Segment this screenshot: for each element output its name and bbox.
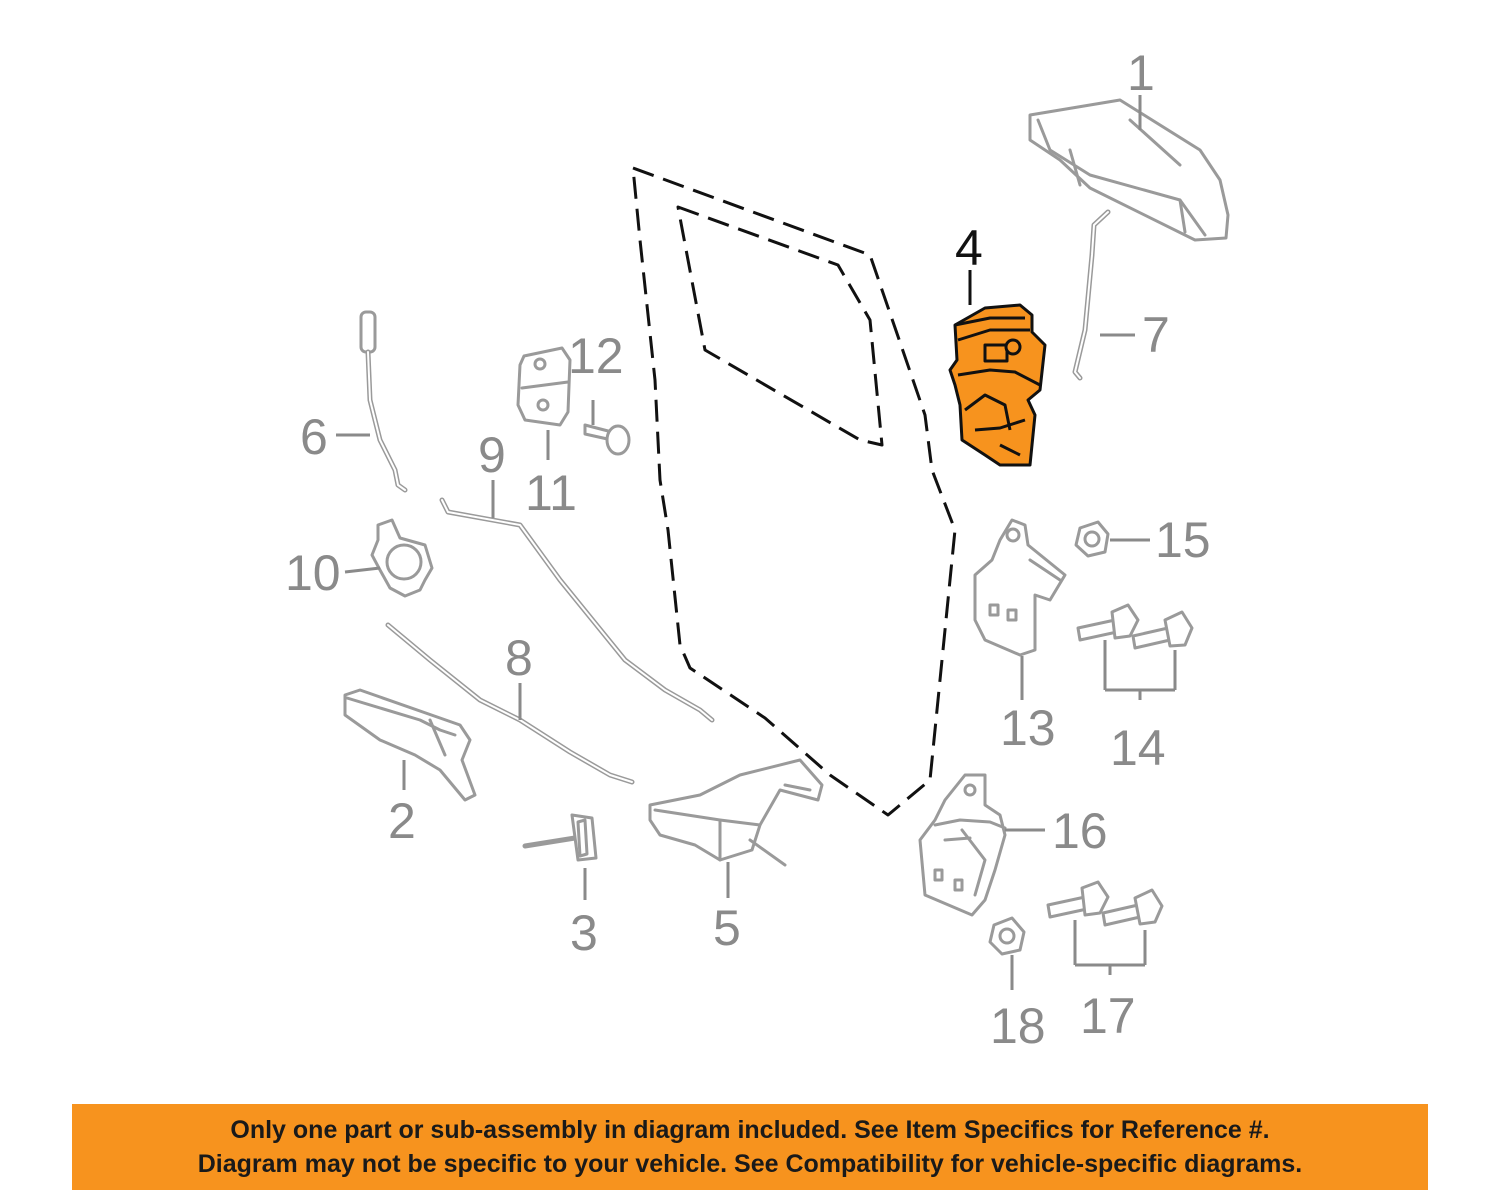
callout-3: 3 xyxy=(570,905,598,961)
part-11-striker-bolt[interactable] xyxy=(583,423,631,456)
callout-8: 8 xyxy=(505,630,533,686)
disclaimer-line-2: Diagram may not be specific to your vehi… xyxy=(197,1150,1303,1178)
callout-13: 13 xyxy=(1000,700,1056,756)
part-18-nut[interactable] xyxy=(988,916,1026,956)
part-13-check-bracket[interactable] xyxy=(973,518,1067,657)
part-16-upper-hinge[interactable] xyxy=(918,773,1007,917)
callout-11: 11 xyxy=(525,465,577,521)
callout-12: 12 xyxy=(568,328,624,384)
part-17-bolts[interactable] xyxy=(1046,880,1164,927)
part-10-rod-clip[interactable] xyxy=(370,518,434,598)
callout-5: 5 xyxy=(713,900,741,956)
callout-7: 7 xyxy=(1142,307,1170,363)
leader-lines xyxy=(336,95,1177,990)
part-6-lock-rod[interactable] xyxy=(359,310,408,493)
part-8-lock-link-rod[interactable] xyxy=(385,622,635,785)
callout-labels: 1 7 4 6 12 9 11 10 8 2 3 5 15 13 14 16 1… xyxy=(285,45,1211,1054)
callout-16: 16 xyxy=(1052,803,1108,859)
callout-18: 18 xyxy=(990,998,1046,1054)
part-3-door-bumper[interactable] xyxy=(522,813,598,862)
callout-4: 4 xyxy=(955,220,983,276)
callout-2: 2 xyxy=(388,793,416,849)
callout-1: 1 xyxy=(1127,45,1155,101)
part-5-lower-hinge[interactable] xyxy=(648,758,824,867)
part-15-nut[interactable] xyxy=(1074,520,1110,558)
callout-14: 14 xyxy=(1110,720,1166,776)
part-2-inside-handle[interactable] xyxy=(343,688,477,802)
callout-9: 9 xyxy=(478,427,506,483)
part-14-bolts[interactable] xyxy=(1076,603,1194,650)
part-7-latch-rod[interactable] xyxy=(1072,209,1111,381)
door-shell-outline xyxy=(631,166,957,817)
callout-17: 17 xyxy=(1080,988,1136,1044)
part-9-inside-handle-rod[interactable] xyxy=(439,497,715,723)
callout-10: 10 xyxy=(285,545,341,601)
disclaimer-line-1: Only one part or sub-assembly in diagram… xyxy=(230,1116,1270,1144)
callout-6: 6 xyxy=(300,409,328,465)
disclaimer-banner: Only one part or sub-assembly in diagram… xyxy=(72,1104,1428,1190)
parts-diagram: 1 7 4 6 12 9 11 10 8 2 3 5 15 13 14 16 1… xyxy=(285,45,1230,1054)
callout-15: 15 xyxy=(1155,512,1211,568)
part-4-door-latch-highlighted[interactable] xyxy=(948,303,1047,467)
part-1-outside-handle[interactable] xyxy=(1028,98,1230,242)
part-12-striker[interactable] xyxy=(516,346,572,427)
